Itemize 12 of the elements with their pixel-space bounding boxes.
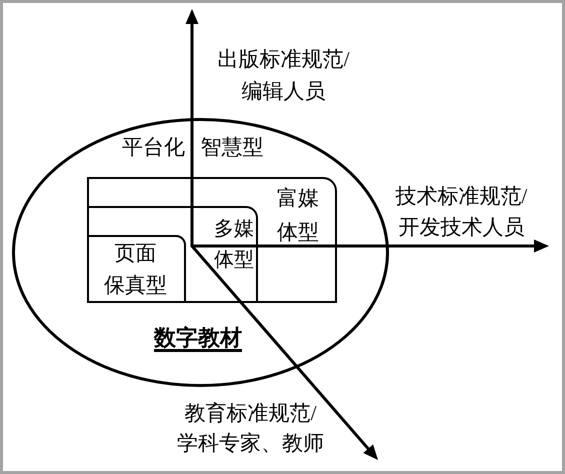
title-label: 数字教材 <box>154 324 242 352</box>
type-label: 富媒体型 <box>276 185 320 246</box>
ellipse-outline <box>12 118 389 387</box>
category-box <box>87 235 186 303</box>
category-box <box>87 206 258 303</box>
axis-label: 技术标准规范/开发技术人员 <box>394 183 528 241</box>
type-label: 多媒体型 <box>213 217 255 273</box>
axis-label: 出版标准规范/编辑人员 <box>216 46 350 105</box>
category-box <box>87 177 337 303</box>
type-label: 页面保真型 <box>104 240 168 299</box>
type-label: 平台化 智慧型 <box>122 134 264 160</box>
axis-label: 教育标准规范/学科专家、教师 <box>176 400 326 457</box>
